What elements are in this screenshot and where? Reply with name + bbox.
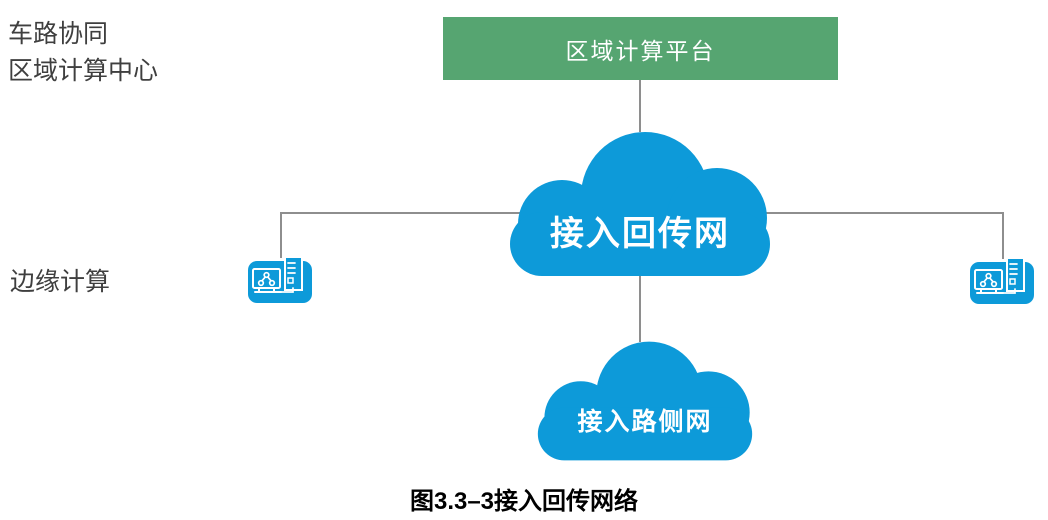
label-line-2: 区域计算中心 xyxy=(8,57,159,85)
connector-right-node-drop xyxy=(1002,212,1004,259)
platform-box-label: 区域计算平台 xyxy=(565,37,716,64)
cloud-icon xyxy=(537,341,753,461)
label-line-1: 车路协同 xyxy=(8,20,109,48)
backhaul-cloud-label: 接入回传网 xyxy=(550,215,730,253)
roadside-network-cloud: 接入路侧网 xyxy=(533,340,757,462)
edge-compute-node-right xyxy=(970,257,1034,304)
connector-platform-to-backhaul xyxy=(639,80,641,132)
roadside-cloud-label: 接入路侧网 xyxy=(577,408,713,436)
label-region-computing-center: 车路协同 区域计算中心 xyxy=(8,16,158,90)
cloud-icon xyxy=(510,132,770,276)
platform-box: 区域计算平台 xyxy=(443,17,838,80)
label-edge-computing: 边缘计算 xyxy=(10,268,111,296)
connector-left-node-drop xyxy=(280,212,282,258)
connector-backhaul-to-roadside xyxy=(639,276,641,342)
workstation-icon xyxy=(970,257,1034,304)
backhaul-network-cloud: 接入回传网 xyxy=(508,130,772,278)
edge-compute-node-left xyxy=(248,256,312,303)
workstation-icon xyxy=(248,256,312,303)
figure-caption: 图3.3–3接入回传网络 xyxy=(409,488,639,515)
